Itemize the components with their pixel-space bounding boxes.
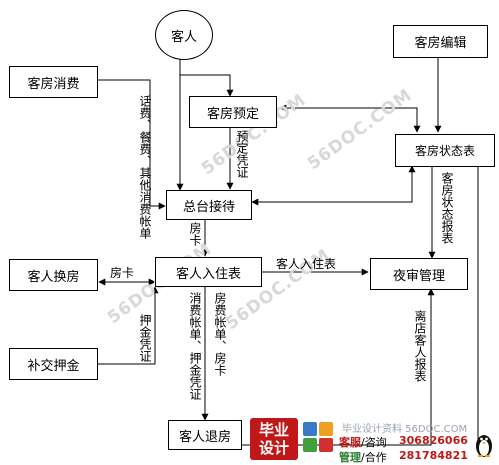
node-checkout: 客人退房 — [168, 420, 242, 450]
node-change-room: 客人换房 — [9, 259, 98, 291]
node-reservation: 客房预定 — [189, 96, 277, 128]
label-checkin-report: 客人入住表 — [276, 257, 337, 271]
node-room-status: 客房状态表 — [395, 134, 495, 167]
logo-line-1: 毕业 — [258, 421, 289, 439]
edge-checkout-to-status — [463, 146, 479, 445]
penguin-icon — [476, 435, 492, 457]
edge-consume-to-front-desk — [97, 79, 166, 210]
node-room-consume: 客房消费 — [9, 66, 98, 98]
label-checkout-items-b: 房费帐单、房卡 — [213, 292, 227, 376]
manage-label: 管理 — [339, 451, 361, 464]
service-qq: 306826066 — [399, 434, 468, 447]
service-line: 客服/咨询 — [339, 434, 387, 450]
node-night-audit: 夜审管理 — [370, 258, 468, 290]
edge-status-reservation — [279, 104, 421, 133]
service-label: 客服 — [339, 436, 361, 449]
label-checkout-items-a: 消费帐单、押金凭证 — [188, 292, 202, 400]
label-consume-bills: 话费、餐费、其他消费帐单 — [138, 95, 152, 239]
node-guest: 客人 — [155, 10, 213, 60]
node-front-desk: 总台接待 — [166, 190, 252, 220]
node-room-edit: 客房编辑 — [393, 25, 488, 58]
node-deposit: 补交押金 — [9, 348, 98, 380]
edge-guest-to-reservation — [180, 74, 234, 97]
label-room-card-1: 房卡 — [188, 222, 202, 246]
node-check-in: 客人入住表 — [155, 257, 262, 287]
site-logo: 毕业 设计 — [250, 418, 298, 460]
logo-line-2: 设计 — [258, 439, 289, 457]
service-suffix: /咨询 — [361, 436, 387, 449]
site-name: 毕业设计资料 56DOC.COM — [342, 424, 468, 435]
label-departure-report: 离店客人报表 — [413, 310, 427, 382]
label-status-report: 客房状态报表 — [440, 172, 454, 244]
manage-line: 管理/合作 — [339, 449, 387, 465]
manage-qq: 281784821 — [399, 449, 468, 462]
label-room-card-2: 房卡 — [110, 266, 135, 280]
label-deposit-voucher: 押金凭证 — [138, 314, 152, 362]
logo-blocks-icon — [303, 422, 337, 458]
label-reservation-voucher: 预定凭证 — [235, 130, 249, 178]
manage-suffix: /合作 — [361, 451, 387, 464]
edge-status-front-desk — [251, 165, 416, 206]
edge-deposit-to-check-in — [97, 286, 159, 365]
